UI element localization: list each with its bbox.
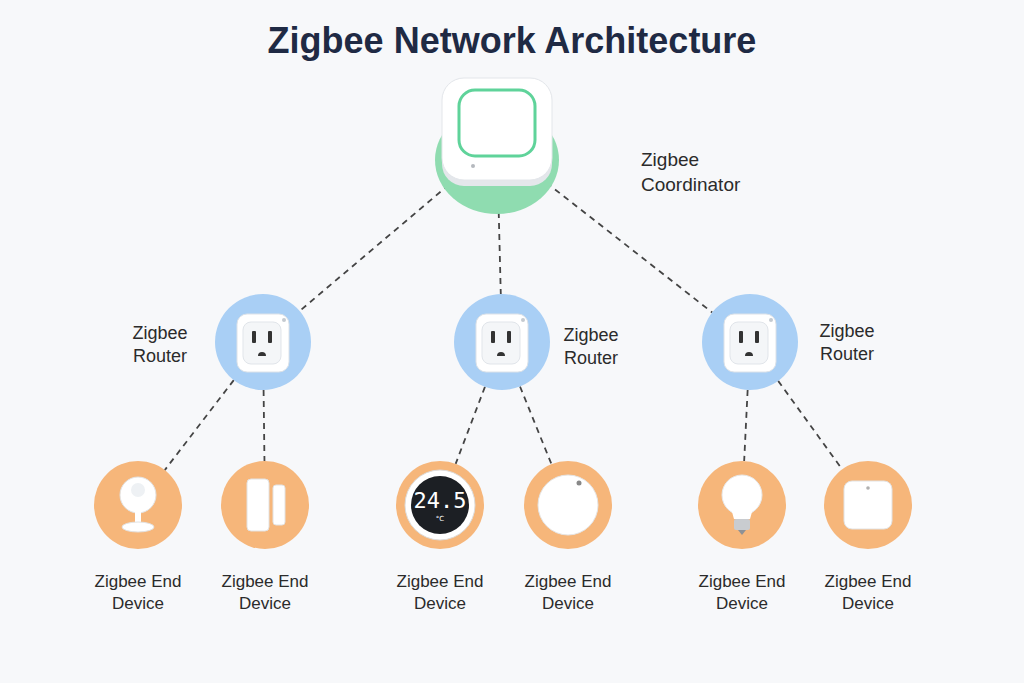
- router-halo: [215, 294, 311, 390]
- plug-body: [476, 314, 528, 372]
- square-icon: [824, 461, 912, 549]
- display-reading: 24.5: [414, 488, 467, 513]
- device-halo: [396, 461, 484, 549]
- plug-face: [482, 322, 520, 364]
- plug-button: [282, 318, 286, 322]
- switch-body: [844, 481, 892, 529]
- bulb-icon: [698, 461, 786, 549]
- dashed-link: [778, 381, 842, 469]
- dashed-link: [744, 390, 747, 461]
- end-device-node: Zigbee End Device: [698, 461, 786, 549]
- device-halo: [824, 461, 912, 549]
- sensor-base: [122, 522, 154, 532]
- node-label: Zigbee End Device: [385, 571, 495, 615]
- button-icon: [524, 461, 612, 549]
- router-node: Zigbee Router: [702, 294, 798, 390]
- plug-button: [769, 318, 773, 322]
- dashed-link: [263, 390, 266, 461]
- device-halo: [524, 461, 612, 549]
- end-device-node: Zigbee End Device: [524, 461, 612, 549]
- node-label: Zigbee Router: [555, 324, 627, 371]
- dashed-link: [165, 380, 234, 470]
- device-halo: [221, 461, 309, 549]
- router-icon: [215, 294, 311, 390]
- plug-face: [730, 322, 768, 364]
- bulb-base: [734, 519, 750, 530]
- switch-led: [866, 486, 870, 490]
- plug-slot: [739, 331, 743, 343]
- dashed-link: [520, 386, 551, 464]
- node-label: Zigbee End Device: [513, 571, 623, 615]
- plug-button: [521, 318, 525, 322]
- plug-slot: [252, 331, 256, 343]
- plug-slot: [268, 331, 272, 343]
- dashed-link: [546, 183, 712, 313]
- node-label: Zigbee End Device: [83, 571, 193, 615]
- hub-led: [471, 164, 475, 168]
- hub-body: [442, 78, 552, 180]
- router-icon: [454, 294, 550, 390]
- thermostat-screen: [411, 476, 469, 534]
- end-device-node: Zigbee End Device: [824, 461, 912, 549]
- plug-ground: [258, 352, 266, 356]
- plug-body: [237, 314, 289, 372]
- plug-ground: [745, 352, 753, 356]
- router-node: Zigbee Router: [215, 294, 311, 390]
- node-label: Zigbee End Device: [210, 571, 320, 615]
- coordinator-icon: [437, 76, 557, 212]
- router-node: Zigbee Router: [454, 294, 550, 390]
- door-icon: [221, 461, 309, 549]
- bulb-tip: [738, 530, 746, 535]
- node-label: Zigbee Coordinator: [641, 148, 756, 197]
- node-label: Zigbee Router: [124, 322, 196, 369]
- dashed-link: [300, 185, 449, 311]
- door-sensor-body: [247, 479, 269, 531]
- dashed-link: [499, 212, 501, 294]
- door-magnet: [273, 485, 285, 525]
- router-halo: [702, 294, 798, 390]
- plug-slot: [507, 331, 511, 343]
- end-device-node: Zigbee End Device: [221, 461, 309, 549]
- plug-face: [243, 322, 281, 364]
- device-halo: [698, 461, 786, 549]
- motion-icon: [94, 461, 182, 549]
- router-icon: [702, 294, 798, 390]
- hub-light-ring: [459, 90, 535, 156]
- plug-body: [724, 314, 776, 372]
- dashed-link: [456, 387, 485, 464]
- plug-slot: [491, 331, 495, 343]
- router-halo: [454, 294, 550, 390]
- node-label: Zigbee End Device: [687, 571, 797, 615]
- thermostat-ring: [405, 470, 475, 540]
- sensor-dome: [120, 477, 156, 513]
- button-body: [538, 475, 598, 535]
- plug-ground: [497, 352, 505, 356]
- diagram-title: Zigbee Network Architecture: [0, 20, 1024, 62]
- node-label: Zigbee Router: [811, 320, 883, 367]
- bulb-neck: [730, 505, 754, 519]
- display-unit: °C: [436, 515, 444, 523]
- button-led: [577, 481, 582, 486]
- end-device-node: Zigbee End Device: [94, 461, 182, 549]
- node-label: Zigbee End Device: [813, 571, 923, 615]
- device-halo: [94, 461, 182, 549]
- sensor-lens: [131, 483, 145, 497]
- plug-slot: [755, 331, 759, 343]
- coordinator-node: Zigbee Coordinator: [437, 76, 557, 212]
